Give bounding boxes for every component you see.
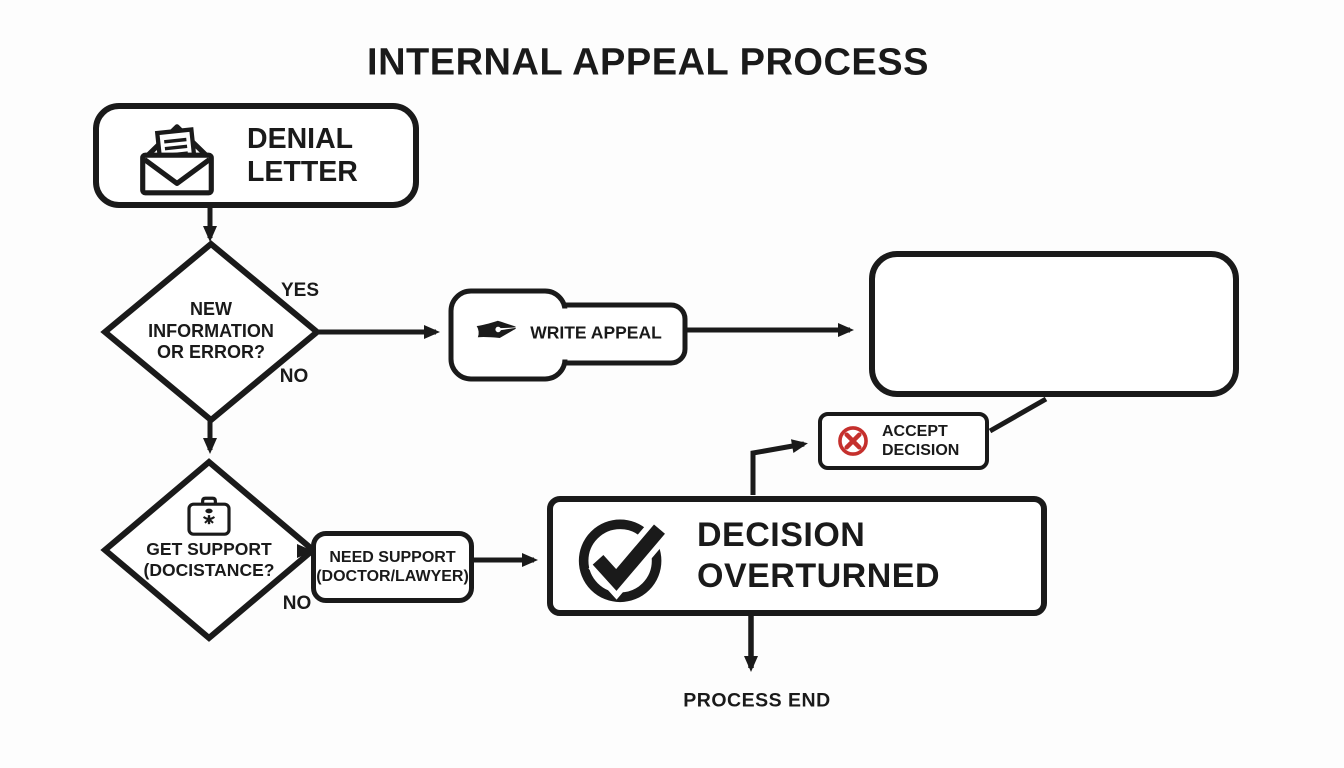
new-info-decision-label: NEW INFORMATION OR ERROR?: [111, 299, 311, 364]
decision-diamond-new-info: [100, 240, 322, 424]
denial-letter-label-line1: DENIAL: [247, 122, 354, 155]
get-support-line1: GET SUPPORT: [146, 539, 272, 559]
new-info-line2: INFORMATION: [148, 320, 274, 341]
circled-checkmark-icon: [578, 519, 670, 603]
decision-overturned-line1: DECISION: [697, 516, 866, 554]
edge-label-no-new-info: NO: [279, 366, 309, 387]
need-support-line1: NEED SUPPORT: [329, 548, 456, 566]
node-outcome-placeholder: [869, 251, 1239, 397]
open-envelope-letter-icon: [140, 123, 214, 195]
edge-overturned-to-accept: [750, 439, 808, 495]
get-support-decision-label: GET SUPPORT (DOCISTANCE?: [109, 539, 309, 581]
write-appeal-shape: [448, 288, 688, 382]
need-support-line2: (DOCTOR/LAWYER): [316, 568, 469, 585]
fountain-pen-icon: ✒: [470, 296, 524, 365]
edge-label-yes: YES: [280, 280, 320, 301]
decision-diamond-get-support: [100, 458, 318, 642]
accept-decision-line2: DECISION: [882, 442, 960, 459]
medical-briefcase-icon: [186, 496, 232, 536]
red-circled-x-icon: [838, 426, 868, 456]
node-need-support: NEED SUPPORT (DOCTOR/LAWYER): [311, 531, 474, 603]
node-denial-letter: DENIAL LETTER: [93, 103, 419, 208]
edge-label-no-get-support: NO: [282, 593, 312, 614]
node-decision-overturned: DECISION OVERTURNED: [547, 496, 1047, 616]
process-end-label: PROCESS END: [683, 689, 831, 712]
denial-letter-label-line2: LETTER: [247, 155, 358, 188]
decision-overturned-line2: OVERTURNED: [697, 557, 941, 595]
accept-decision-line1: ACCEPT: [882, 423, 948, 440]
node-accept-decision: ACCEPT DECISION: [818, 412, 989, 470]
edge-outcome-to-accept: [988, 396, 1048, 434]
page-title: INTERNAL APPEAL PROCESS: [367, 41, 929, 84]
write-appeal-label: WRITE APPEAL: [530, 322, 662, 343]
new-info-line1: NEW: [190, 298, 232, 319]
get-support-line2: (DOCISTANCE?: [143, 560, 275, 580]
new-info-line3: OR ERROR?: [157, 341, 265, 362]
